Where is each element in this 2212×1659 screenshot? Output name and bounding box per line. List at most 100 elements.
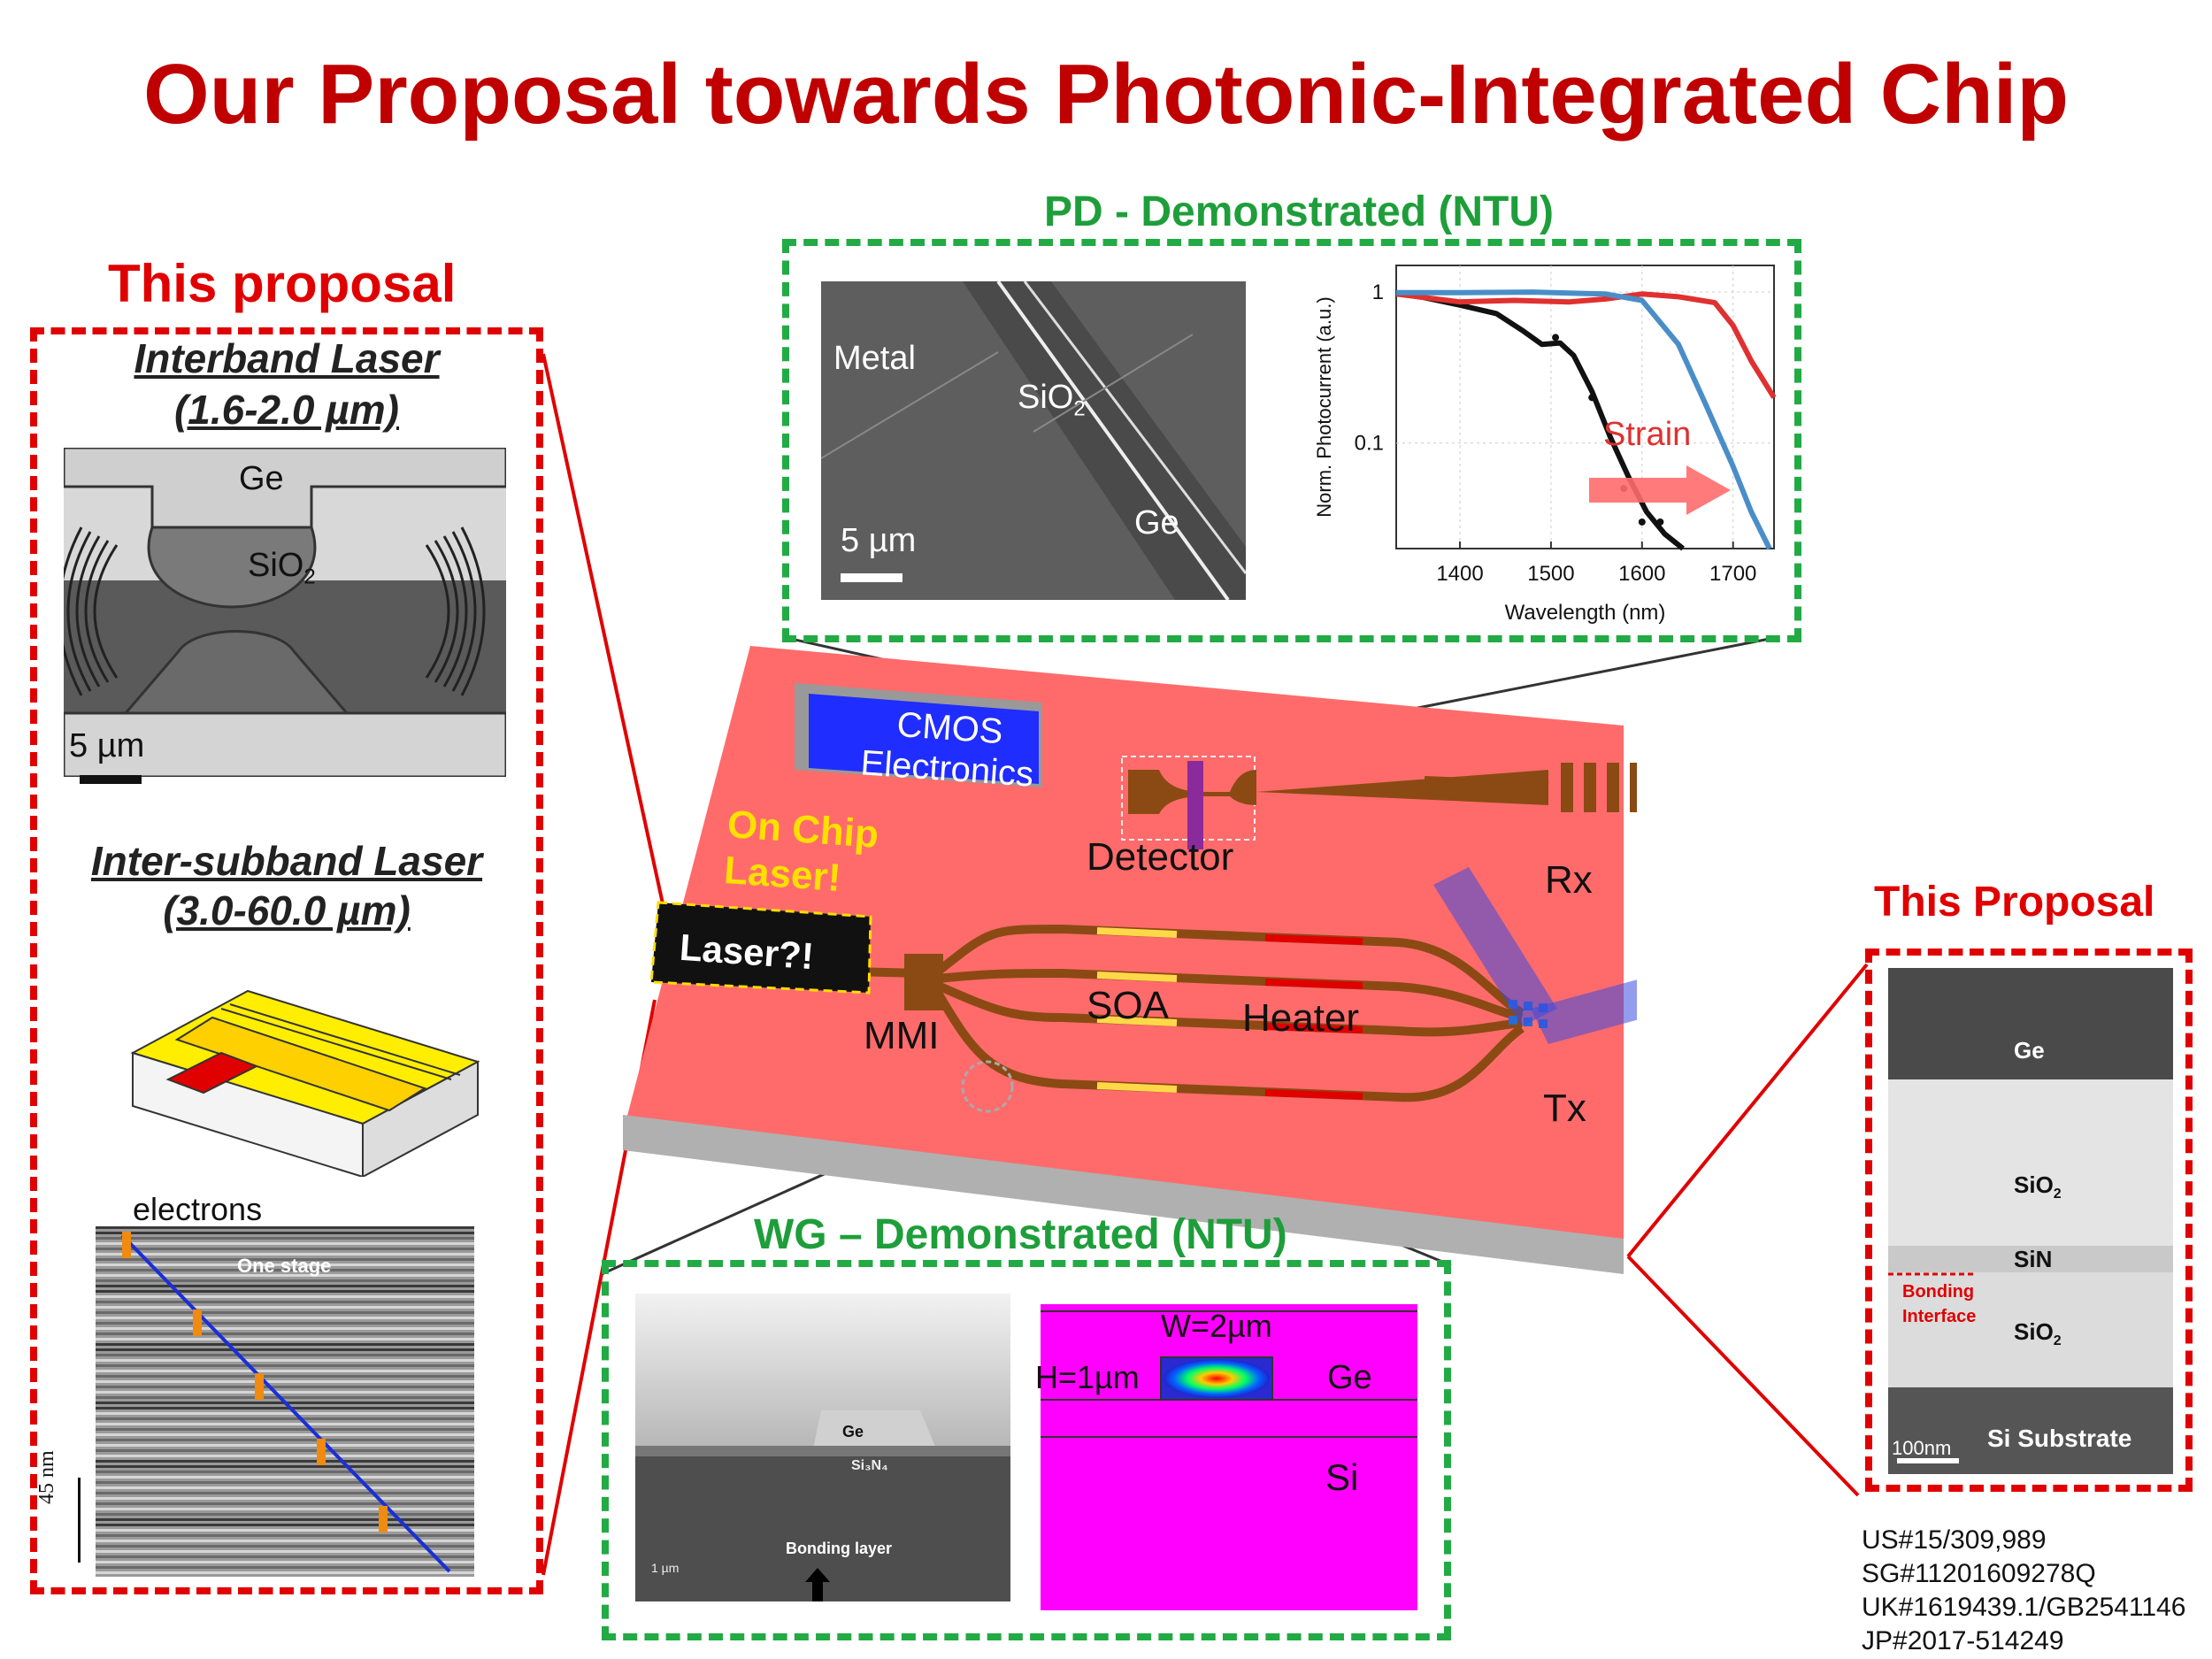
wg-sem-image bbox=[635, 1294, 1010, 1601]
wg-panel-box bbox=[602, 1260, 1451, 1640]
tem-stripe bbox=[96, 1455, 474, 1457]
wg-scale-label: 1 µm bbox=[651, 1561, 680, 1575]
tem-stripe bbox=[96, 1317, 474, 1319]
tem-stripe bbox=[96, 1513, 474, 1516]
intersubband-range: (3.0-60.0 µm) bbox=[163, 887, 411, 933]
tem-stripe bbox=[96, 1290, 474, 1293]
tem-stripe bbox=[96, 1333, 474, 1335]
tem-stripe bbox=[96, 1248, 474, 1250]
tem-stripe bbox=[96, 1423, 474, 1425]
intersubband-title: Inter-subband Laser bbox=[90, 838, 483, 884]
tem-sio2-top-label: SiO2 bbox=[2014, 1171, 2062, 1202]
chart-point bbox=[1552, 334, 1560, 342]
tem-stripe bbox=[96, 1391, 474, 1394]
tem-stripe bbox=[96, 1524, 474, 1526]
tem-stripe bbox=[96, 1301, 474, 1303]
chart-series-line bbox=[1395, 291, 1777, 399]
tem-stripe bbox=[96, 1279, 474, 1282]
chart-xtick-label: 1600 bbox=[1618, 562, 1665, 586]
pd-panel-header: PD - Demonstrated (NTU) bbox=[1044, 188, 1555, 235]
tem-stripe bbox=[96, 1481, 474, 1484]
tx-label: Tx bbox=[1543, 1087, 1586, 1130]
interband-ge-label: Ge bbox=[239, 460, 284, 497]
tem-stripe bbox=[96, 1380, 474, 1383]
tem-stripe bbox=[96, 1263, 474, 1266]
tem-stripe bbox=[96, 1242, 474, 1245]
rx-label: Rx bbox=[1545, 858, 1593, 902]
tem-stripe bbox=[96, 1269, 474, 1271]
tem-stripe bbox=[96, 1237, 474, 1240]
tem-stripe bbox=[96, 1529, 474, 1532]
pd-metal-label: Metal bbox=[833, 340, 916, 377]
tem-stripe bbox=[96, 1386, 474, 1388]
chart-xtick-label: 1500 bbox=[1527, 562, 1574, 586]
tem-stripe bbox=[96, 1311, 474, 1314]
mmi-label: MMI bbox=[864, 1014, 940, 1057]
chart-annotation-strain: Strain bbox=[1603, 416, 1692, 453]
interband-sio2-label: SiO2 bbox=[248, 547, 316, 589]
detector-label: Detector bbox=[1087, 835, 1234, 879]
wg-si3n4-label: Si₃N₄ bbox=[851, 1458, 888, 1473]
tem-stripe bbox=[96, 1285, 474, 1287]
tem-stripe bbox=[96, 1306, 474, 1309]
chart-ytick-label: 0.1 bbox=[1355, 432, 1384, 456]
pd-sem-image bbox=[821, 281, 1246, 600]
tem-sin-label: SiN bbox=[2014, 1246, 2053, 1272]
tem-scale-bar bbox=[78, 1478, 81, 1563]
tem-stripe bbox=[96, 1253, 474, 1256]
tem-stripe bbox=[96, 1433, 474, 1436]
tem-stripe bbox=[96, 1439, 474, 1441]
tem-stripe bbox=[96, 1417, 474, 1420]
wg-mode-simulation bbox=[1041, 1304, 1417, 1610]
chart-x-axis-label: Wavelength (nm) bbox=[1505, 601, 1666, 625]
patent-item: US#15/309,989 bbox=[1862, 1525, 2047, 1555]
tem-stripe bbox=[96, 1258, 474, 1261]
tem-stripe bbox=[96, 1322, 474, 1325]
cmos-electronics-label: CMOS Electronics bbox=[859, 704, 1035, 795]
pd-scale-label: 5 µm bbox=[841, 522, 917, 559]
right-proposal-box bbox=[1865, 949, 2193, 1492]
tem-stripe bbox=[96, 1497, 474, 1500]
wg-panel-header: WG – Demonstrated (NTU) bbox=[754, 1211, 1287, 1258]
interband-scale-label: 5 µm bbox=[69, 727, 145, 764]
tem-stripe bbox=[96, 1359, 474, 1362]
tem-stripe bbox=[96, 1476, 474, 1479]
tem-stripe bbox=[96, 1508, 474, 1510]
patent-list: US#15/309,989 SG#11201609278Q UK#1619439… bbox=[1862, 1524, 2185, 1658]
tem-stripe bbox=[96, 1370, 474, 1372]
tem-stripe bbox=[96, 1327, 474, 1330]
heater-label: Heater bbox=[1242, 996, 1360, 1040]
patent-item: JP#2017-514249 bbox=[1862, 1626, 2064, 1655]
tem-stripe bbox=[96, 1555, 474, 1558]
tem-stripe bbox=[96, 1561, 474, 1563]
tem-stripe bbox=[96, 1343, 474, 1346]
tem-stripe bbox=[96, 1226, 474, 1229]
wg-ge-label: Ge bbox=[842, 1423, 864, 1440]
tem-stripe bbox=[96, 1492, 474, 1494]
tem-stripe bbox=[96, 1364, 474, 1367]
pd-sio2-label: SiO2 bbox=[1018, 379, 1086, 421]
tem-si-substrate-label: Si Substrate bbox=[1987, 1425, 2132, 1452]
tem-stripe bbox=[96, 1465, 474, 1468]
tem-stripe bbox=[96, 1502, 474, 1505]
intersubband-tem-image bbox=[96, 1226, 474, 1577]
tem-scale-label-100nm: 100nm bbox=[1892, 1437, 1952, 1459]
tem-stripe bbox=[96, 1471, 474, 1473]
chart-plot-area bbox=[1395, 265, 1775, 549]
chart-xtick-label: 1400 bbox=[1436, 562, 1483, 586]
chart-series-line bbox=[1395, 290, 1685, 551]
tem-stripe bbox=[96, 1407, 474, 1409]
electrons-label: electrons bbox=[133, 1191, 263, 1227]
one-stage-label: One stage bbox=[237, 1255, 332, 1277]
pd-ge-label: Ge bbox=[1134, 504, 1179, 541]
tem-stripe bbox=[96, 1545, 474, 1548]
interband-title: Interband Laser bbox=[134, 335, 440, 381]
left-proposal-box bbox=[30, 327, 543, 1594]
chart-xtick-label: 1700 bbox=[1709, 562, 1756, 586]
tem-stripe bbox=[96, 1449, 474, 1452]
tem-stripe bbox=[96, 1232, 474, 1234]
patent-item: UK#1619439.1/GB2541146 bbox=[1862, 1593, 2186, 1622]
photonic-chip bbox=[623, 646, 1637, 1274]
left-panel-header: This proposal bbox=[108, 254, 457, 313]
chart-point bbox=[1656, 518, 1664, 526]
